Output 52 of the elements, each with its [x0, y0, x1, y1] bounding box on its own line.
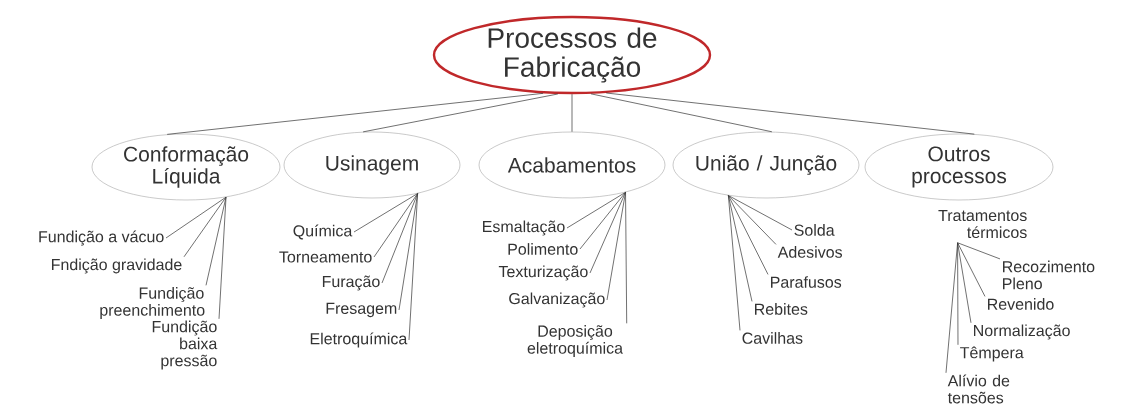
- process-label: Polimento: [508, 243, 578, 255]
- connector-line: [398, 193, 418, 311]
- process-label: Galvanização: [509, 292, 605, 308]
- process-label: Química: [293, 224, 353, 240]
- process-label: Fundição a vácuo: [39, 230, 164, 246]
- process-label: Normalização: [974, 324, 1070, 340]
- connector-line: [218, 196, 227, 320]
- connector-line: [728, 195, 753, 302]
- process-label: Têmpera: [960, 346, 1024, 362]
- process-label: Esmaltação: [483, 220, 565, 236]
- connector-line: [945, 242, 958, 374]
- process-label: Deposição eletroquímica: [527, 325, 623, 357]
- connector-line: [728, 195, 741, 331]
- process-label: Rebites: [755, 303, 808, 315]
- connector-line: [957, 242, 986, 297]
- connector-line: [353, 193, 418, 233]
- process-label: Fresagem: [326, 302, 397, 318]
- connector-line: [625, 191, 628, 324]
- connector-line: [373, 193, 418, 258]
- connector-line: [605, 92, 975, 135]
- process-label: Parafusos: [771, 276, 842, 288]
- connector-line: [590, 93, 773, 133]
- connector-line: [165, 196, 227, 239]
- connector-line: [566, 191, 626, 229]
- connector-line: [728, 195, 769, 275]
- connector-line: [589, 191, 626, 274]
- process-label: Cavilhas: [742, 332, 803, 344]
- connector-line: [166, 93, 544, 135]
- process-label: Solda: [794, 224, 835, 236]
- connector-line: [408, 193, 418, 341]
- connector-line: [606, 191, 626, 301]
- connector-line: [571, 93, 573, 133]
- connector-line: [183, 196, 227, 258]
- process-label: Furação: [322, 275, 380, 291]
- process-label: Torneamento: [279, 251, 372, 263]
- connector-line: [362, 93, 559, 133]
- process-label: Fndição gravidade: [52, 258, 182, 274]
- connector-line: [957, 242, 1001, 260]
- process-label: Adesivos: [777, 246, 843, 258]
- process-label: Alívio de tensões: [947, 374, 1010, 404]
- process-label: Fundição preenchimento: [100, 287, 205, 319]
- connector-line: [728, 195, 793, 231]
- connector-line: [579, 191, 626, 250]
- connector-line: [957, 242, 972, 324]
- process-label: Tratamentos térmicos: [938, 209, 1027, 239]
- connector-line: [381, 193, 418, 284]
- process-label: Recozimento Pleno: [1003, 260, 1095, 290]
- process-label: Revenido: [988, 298, 1054, 310]
- process-label: Fundição baixa pressão: [152, 320, 218, 370]
- process-label: Texturização: [498, 265, 588, 281]
- process-label: Eletroquímica: [310, 332, 408, 348]
- connector-line: [728, 195, 777, 245]
